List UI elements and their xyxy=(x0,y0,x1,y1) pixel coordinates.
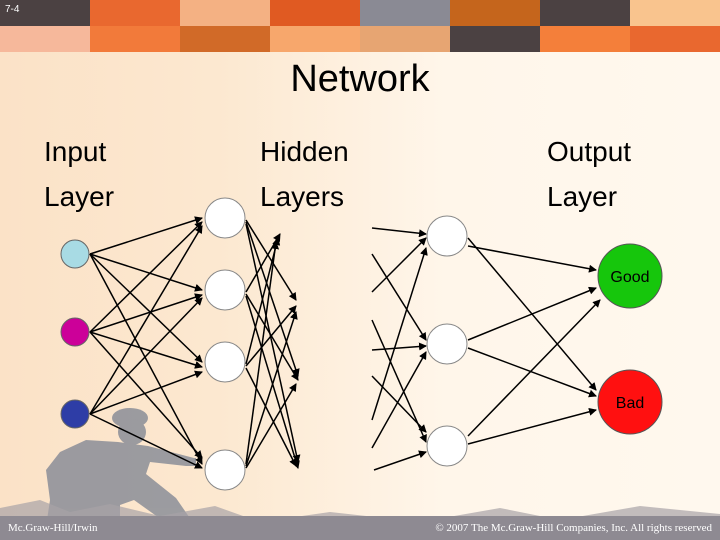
connection-arrow xyxy=(371,253,427,341)
header-block xyxy=(360,26,450,52)
connection-arrow xyxy=(467,286,597,341)
header-block xyxy=(540,26,630,52)
footer-copyright: © 2007 The Mc.Graw-Hill Companies, Inc. … xyxy=(435,522,712,534)
connection-arrow xyxy=(245,221,300,377)
header-block xyxy=(180,0,270,26)
hidden-node xyxy=(426,323,468,365)
connection-arrow xyxy=(245,305,297,367)
connection-arrow xyxy=(89,221,203,333)
connection-arrow xyxy=(89,225,203,415)
connection-arrow xyxy=(89,297,203,415)
header-block xyxy=(360,0,450,26)
hidden-node xyxy=(426,215,468,257)
output-node-bad xyxy=(597,369,663,435)
connection-arrow xyxy=(371,237,427,293)
header-block xyxy=(90,0,180,26)
connection-arrow xyxy=(89,331,203,459)
connection-arrow xyxy=(89,253,203,292)
connections-input-hidden xyxy=(89,216,203,469)
hidden-layers-label-line: Hidden xyxy=(260,136,349,167)
connection-arrow xyxy=(371,375,427,433)
footer-publisher: Mc.Graw-Hill/Irwin xyxy=(8,522,98,534)
connection-arrow xyxy=(89,413,203,469)
connection-arrow xyxy=(371,342,427,351)
connection-arrow xyxy=(245,311,298,467)
connection-arrow xyxy=(89,293,203,333)
slide-title: Network xyxy=(290,58,430,100)
connections-hidden-output xyxy=(467,237,601,445)
header-color-blocks xyxy=(0,0,720,52)
hidden-layers-label: Hidden Layers xyxy=(260,129,349,219)
header-block xyxy=(450,0,540,26)
connection-arrow xyxy=(371,227,427,238)
connection-arrow xyxy=(89,253,203,363)
connection-arrow xyxy=(467,347,597,398)
header-block xyxy=(180,26,270,52)
connection-arrow xyxy=(89,370,203,415)
header-block xyxy=(270,26,360,52)
connection-arrow xyxy=(245,383,297,469)
connection-arrow xyxy=(371,351,427,449)
connection-arrow xyxy=(245,367,297,467)
output-layer-label-line: Layer xyxy=(547,181,618,212)
slide-number: 7-4 xyxy=(5,4,20,15)
input-node xyxy=(60,317,90,347)
connection-arrow xyxy=(89,253,203,465)
header-block xyxy=(0,0,90,26)
connection-arrow xyxy=(245,293,299,381)
header-block xyxy=(540,0,630,26)
connection-arrow xyxy=(245,241,280,465)
output-label-bad: Bad xyxy=(616,395,644,412)
hidden-node xyxy=(204,197,246,239)
connection-arrow xyxy=(245,233,281,293)
output-node-good xyxy=(597,243,663,309)
footer-bar xyxy=(0,516,720,540)
header-block xyxy=(630,0,720,26)
output-layer-label-line: Output xyxy=(547,136,632,167)
output-label-good: Good xyxy=(610,269,649,286)
connection-arrow xyxy=(373,450,427,471)
connection-arrow xyxy=(245,219,297,301)
hidden-layers-label-line: Layers xyxy=(260,181,345,212)
input-node xyxy=(60,399,90,429)
hidden-node xyxy=(204,341,246,383)
header-block xyxy=(270,0,360,26)
connection-arrow xyxy=(467,407,597,445)
connection-arrow xyxy=(89,216,203,255)
hidden-node xyxy=(204,449,246,491)
connections-hidden-1 xyxy=(245,219,301,469)
input-layer-label-line: Input xyxy=(44,136,107,167)
connection-arrow xyxy=(245,237,281,365)
connection-arrow xyxy=(245,295,300,469)
hidden-node xyxy=(204,269,246,311)
header-block xyxy=(0,26,90,52)
header-block xyxy=(630,26,720,52)
connection-arrow xyxy=(467,299,601,437)
hidden-node xyxy=(426,425,468,467)
output-layer-label: Output Layer xyxy=(547,129,631,219)
connection-arrow xyxy=(89,331,203,369)
connections-hidden-2 xyxy=(371,227,428,471)
input-layer-label-line: Layer xyxy=(44,181,115,212)
connection-arrow xyxy=(467,245,597,273)
header-block xyxy=(450,26,540,52)
input-node xyxy=(60,239,90,269)
input-layer-label: Input Layer xyxy=(44,129,114,219)
connection-arrow xyxy=(371,247,428,421)
connection-arrow xyxy=(245,223,301,463)
header-block xyxy=(90,26,180,52)
